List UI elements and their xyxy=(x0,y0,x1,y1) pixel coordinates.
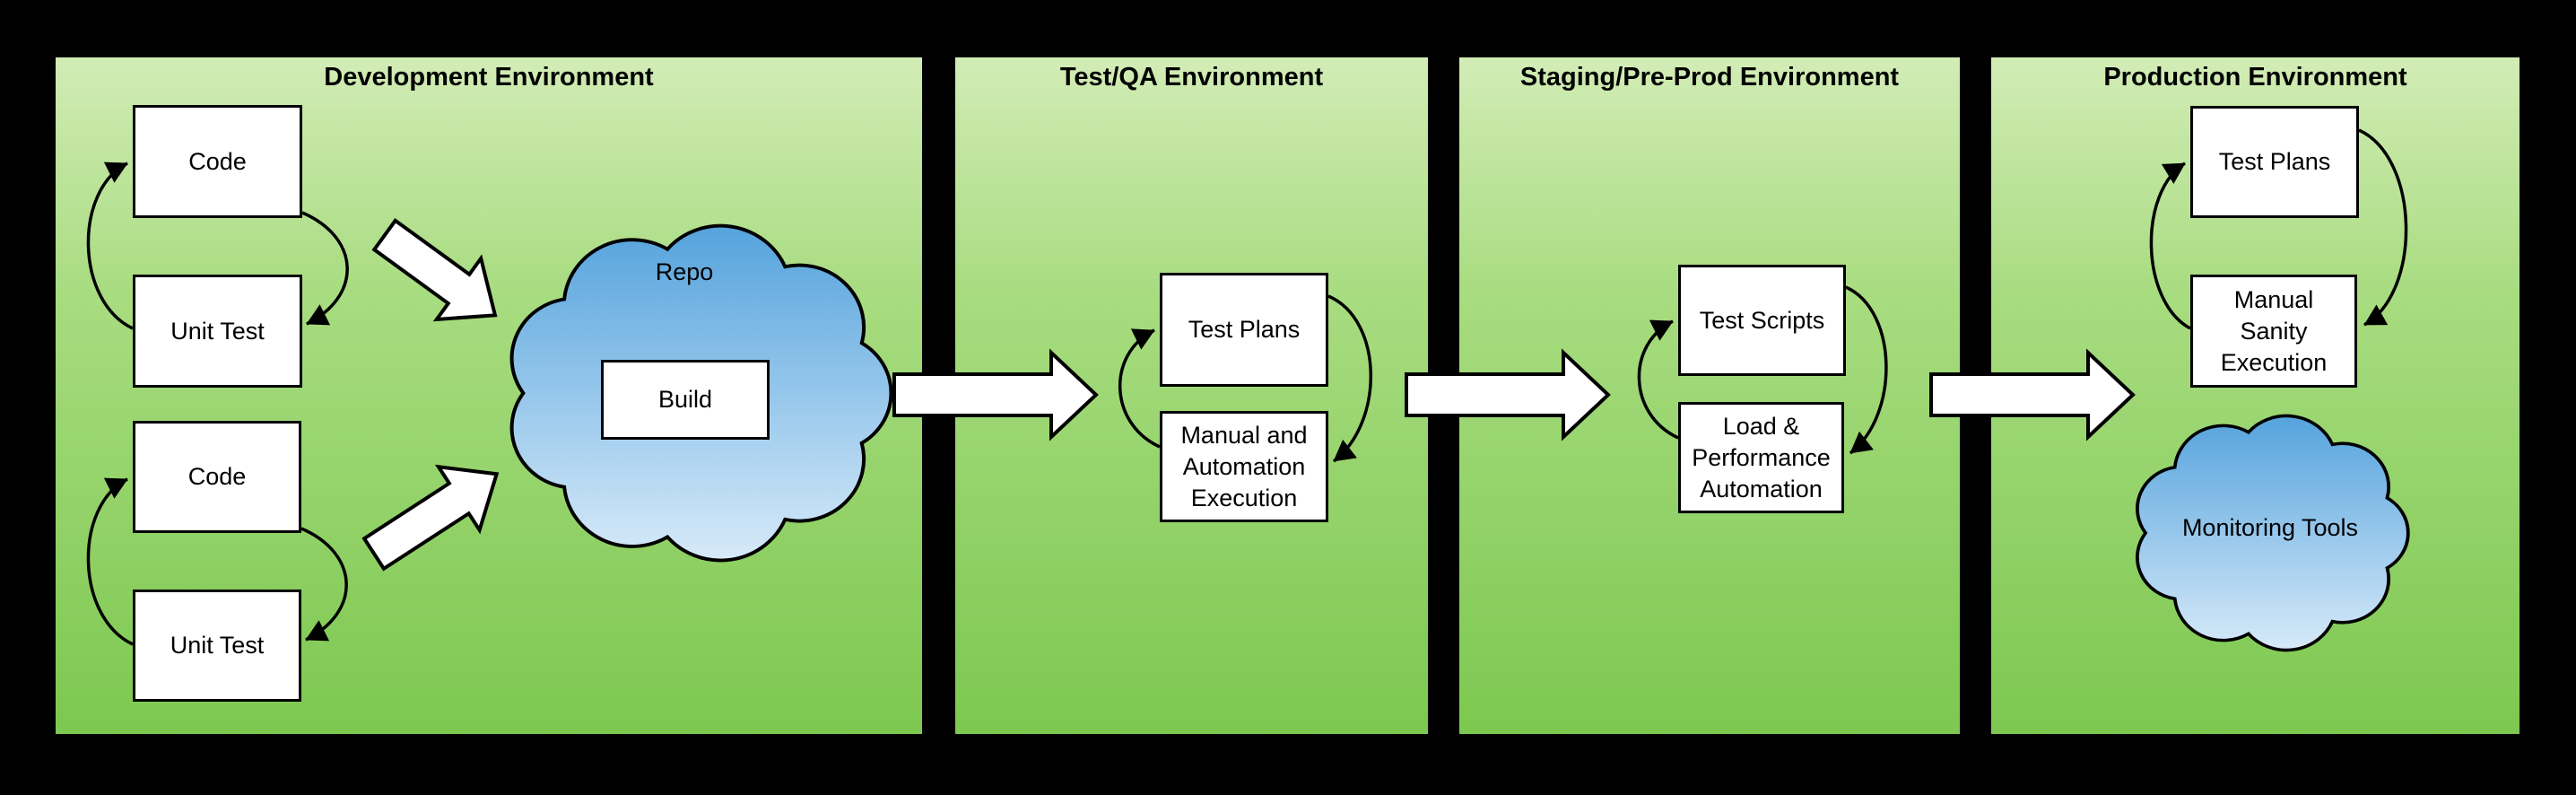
flow-arrow-dev-to-testqa xyxy=(892,348,1099,441)
node-staging-load-performance-automation: Load & Performance Automation xyxy=(1678,402,1844,513)
node-build: Build xyxy=(601,360,770,440)
flow-arrow-staging-to-production xyxy=(1929,348,2136,441)
cycle-arc-qa-left xyxy=(1118,328,1161,449)
cycle-arc-prod-right xyxy=(2358,128,2408,327)
cycle-arc-dev2-right xyxy=(300,527,348,642)
cycle-arc-dev1-right xyxy=(301,211,349,326)
node-prod-test-plans: Test Plans xyxy=(2190,106,2359,218)
node-code-1: Code xyxy=(133,105,302,218)
cycle-arc-staging-right xyxy=(1845,285,1888,455)
flow-arrow-code-to-repo-lower xyxy=(361,464,500,572)
cycle-arc-dev2-left xyxy=(86,477,134,646)
node-prod-manual-sanity-execution: Manual Sanity Execution xyxy=(2190,275,2357,388)
monitoring-cloud xyxy=(2136,414,2410,652)
node-unit-test-2: Unit Test xyxy=(133,590,301,702)
monitoring-cloud-label: Monitoring Tools xyxy=(2181,513,2359,541)
cycle-arc-staging-left xyxy=(1637,319,1679,440)
node-qa-manual-automation-execution: Manual and Automation Execution xyxy=(1160,411,1328,522)
panel-title-development: Development Environment xyxy=(324,63,654,92)
flow-arrow-testqa-to-staging xyxy=(1405,348,1611,441)
cycle-arc-dev1-left xyxy=(86,162,134,330)
panel-title-test-qa: Test/QA Environment xyxy=(1059,63,1324,92)
node-unit-test-1: Unit Test xyxy=(133,275,302,388)
repo-cloud-label: Repo xyxy=(655,258,714,285)
flow-arrow-code-to-repo-upper xyxy=(371,218,498,322)
node-staging-test-scripts: Test Scripts xyxy=(1678,265,1846,376)
cycle-arc-prod-left xyxy=(2149,162,2191,330)
panel-title-production: Production Environment xyxy=(2103,63,2407,92)
cycle-arc-qa-right xyxy=(1327,294,1372,463)
node-code-2: Code xyxy=(133,421,301,533)
node-qa-test-plans: Test Plans xyxy=(1160,273,1328,387)
panel-title-staging: Staging/Pre-Prod Environment xyxy=(1519,63,1900,92)
